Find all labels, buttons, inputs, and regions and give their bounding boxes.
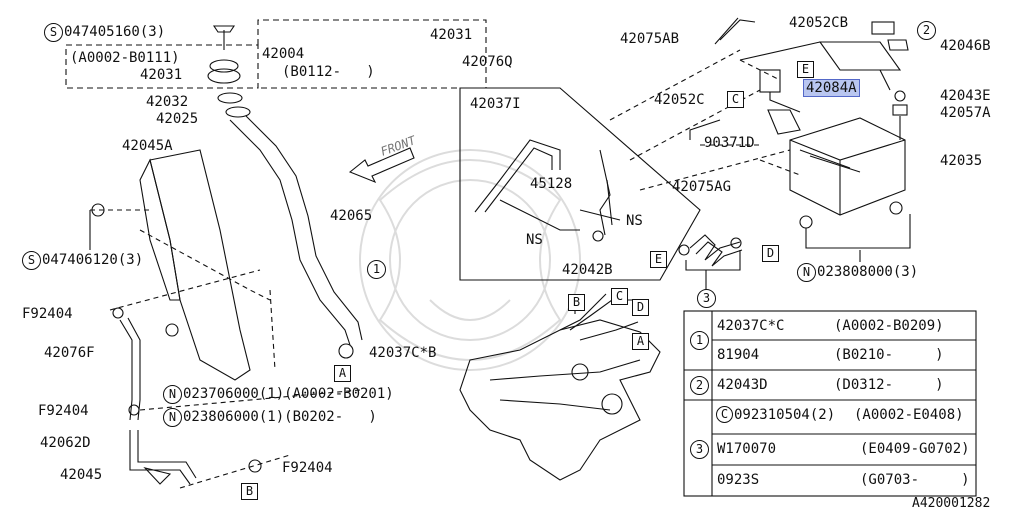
part-023806000[interactable]: 023806000(1)(B0202- ): [183, 409, 377, 425]
table-ref-circle-3: 3: [690, 440, 709, 459]
part-42075ab[interactable]: 42075AB: [620, 31, 680, 47]
ref-box-b-left: B: [241, 483, 258, 500]
part-45128[interactable]: 45128: [530, 176, 573, 192]
ref-box-d-tank: D: [632, 299, 649, 316]
ref-circle-1: 1: [367, 260, 386, 279]
ref-box-c-top: C: [727, 91, 744, 108]
part-42042b[interactable]: 42042B: [562, 262, 613, 278]
watermark-emblem: [359, 149, 581, 371]
part-42037cb[interactable]: 42037C*B: [369, 345, 437, 361]
part-047406120[interactable]: 047406120(3): [42, 252, 144, 268]
table-range: (E0409-G0702): [860, 441, 970, 457]
n-circle-icon: N: [163, 408, 182, 427]
c-circle-icon: C: [716, 406, 733, 423]
ref-box-b-tank: B: [568, 294, 585, 311]
table-part[interactable]: 81904: [717, 347, 760, 363]
ref-box-a-tank: A: [632, 333, 649, 350]
range-a0002-b0111: (A0002-B0111): [70, 50, 180, 66]
part-023808000[interactable]: 023808000(3): [817, 264, 919, 280]
table-part[interactable]: 42037C*C: [717, 318, 785, 334]
part-42076q[interactable]: 42076Q: [462, 54, 513, 70]
table-part[interactable]: 42043D: [717, 377, 768, 393]
ref-box-a-left: A: [334, 365, 351, 382]
part-023706000[interactable]: 023706000(1)(A0002-B0201): [183, 386, 394, 402]
part-42004[interactable]: 42004: [262, 46, 305, 62]
part-42031-a[interactable]: 42031: [140, 67, 183, 83]
part-90371d[interactable]: 90371D: [704, 135, 755, 151]
table-ref-circle-1: 1: [690, 331, 709, 350]
range-b0112: (B0112- ): [282, 64, 375, 80]
part-42037i[interactable]: 42037I: [470, 96, 521, 112]
table-part[interactable]: 092310504(2): [734, 407, 836, 423]
part-42075ag[interactable]: 42075AG: [672, 179, 732, 195]
s-circle-icon: S: [22, 251, 41, 270]
ns-label-2: NS: [526, 232, 543, 248]
table-part[interactable]: 0923S: [717, 472, 760, 488]
table-range: (G0703- ): [860, 472, 970, 488]
part-42043e[interactable]: 42043E: [940, 88, 991, 104]
part-42062d[interactable]: 42062D: [40, 435, 91, 451]
part-42045[interactable]: 42045: [60, 467, 103, 483]
part-42052cb[interactable]: 42052CB: [789, 15, 849, 31]
part-42025[interactable]: 42025: [156, 111, 199, 127]
table-range: (A0002-B0209): [834, 318, 944, 334]
ref-box-e-lower: E: [650, 251, 667, 268]
n-circle-icon: N: [797, 263, 816, 282]
part-42084a-highlighted[interactable]: 42084A: [803, 79, 860, 97]
ref-circle-3: 3: [697, 289, 716, 308]
part-42032[interactable]: 42032: [146, 94, 189, 110]
table-part[interactable]: W170070: [717, 441, 777, 457]
part-f92404-b[interactable]: F92404: [38, 403, 89, 419]
part-42057a[interactable]: 42057A: [940, 105, 991, 121]
diagram-id: A420001282: [912, 496, 991, 511]
ref-circle-2: 2: [917, 21, 936, 40]
part-42046b[interactable]: 42046B: [940, 38, 991, 54]
table-ref-circle-2: 2: [690, 376, 709, 395]
s-circle-icon: S: [44, 23, 63, 42]
part-047405160[interactable]: 047405160(3): [64, 24, 166, 40]
ref-box-e-top: E: [797, 61, 814, 78]
part-42076f[interactable]: 42076F: [44, 345, 95, 361]
part-f92404-c[interactable]: F92404: [282, 460, 333, 476]
part-42031-b[interactable]: 42031: [430, 27, 473, 43]
part-42035[interactable]: 42035: [940, 153, 983, 169]
table-range: (B0210- ): [834, 347, 944, 363]
ref-box-d-right: D: [762, 245, 779, 262]
part-42052c[interactable]: 42052C: [654, 92, 705, 108]
table-range: (D0312- ): [834, 377, 944, 393]
part-42045a[interactable]: 42045A: [122, 138, 173, 154]
n-circle-icon: N: [163, 385, 182, 404]
part-42065[interactable]: 42065: [330, 208, 373, 224]
ref-box-c-tank: C: [611, 288, 628, 305]
ns-label-1: NS: [626, 213, 643, 229]
table-range: (A0002-E0408): [854, 407, 964, 423]
part-f92404-a[interactable]: F92404: [22, 306, 73, 322]
